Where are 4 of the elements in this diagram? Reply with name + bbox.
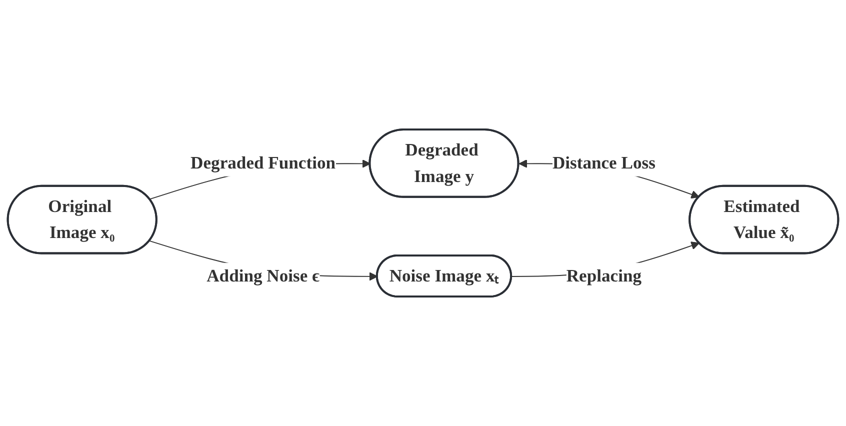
edge-label: Degraded Function xyxy=(190,152,336,172)
edge-label: Replacing xyxy=(566,266,642,286)
edge-label: Distance Loss xyxy=(552,152,656,172)
edge-label: Adding Noise ϵ xyxy=(206,266,320,286)
